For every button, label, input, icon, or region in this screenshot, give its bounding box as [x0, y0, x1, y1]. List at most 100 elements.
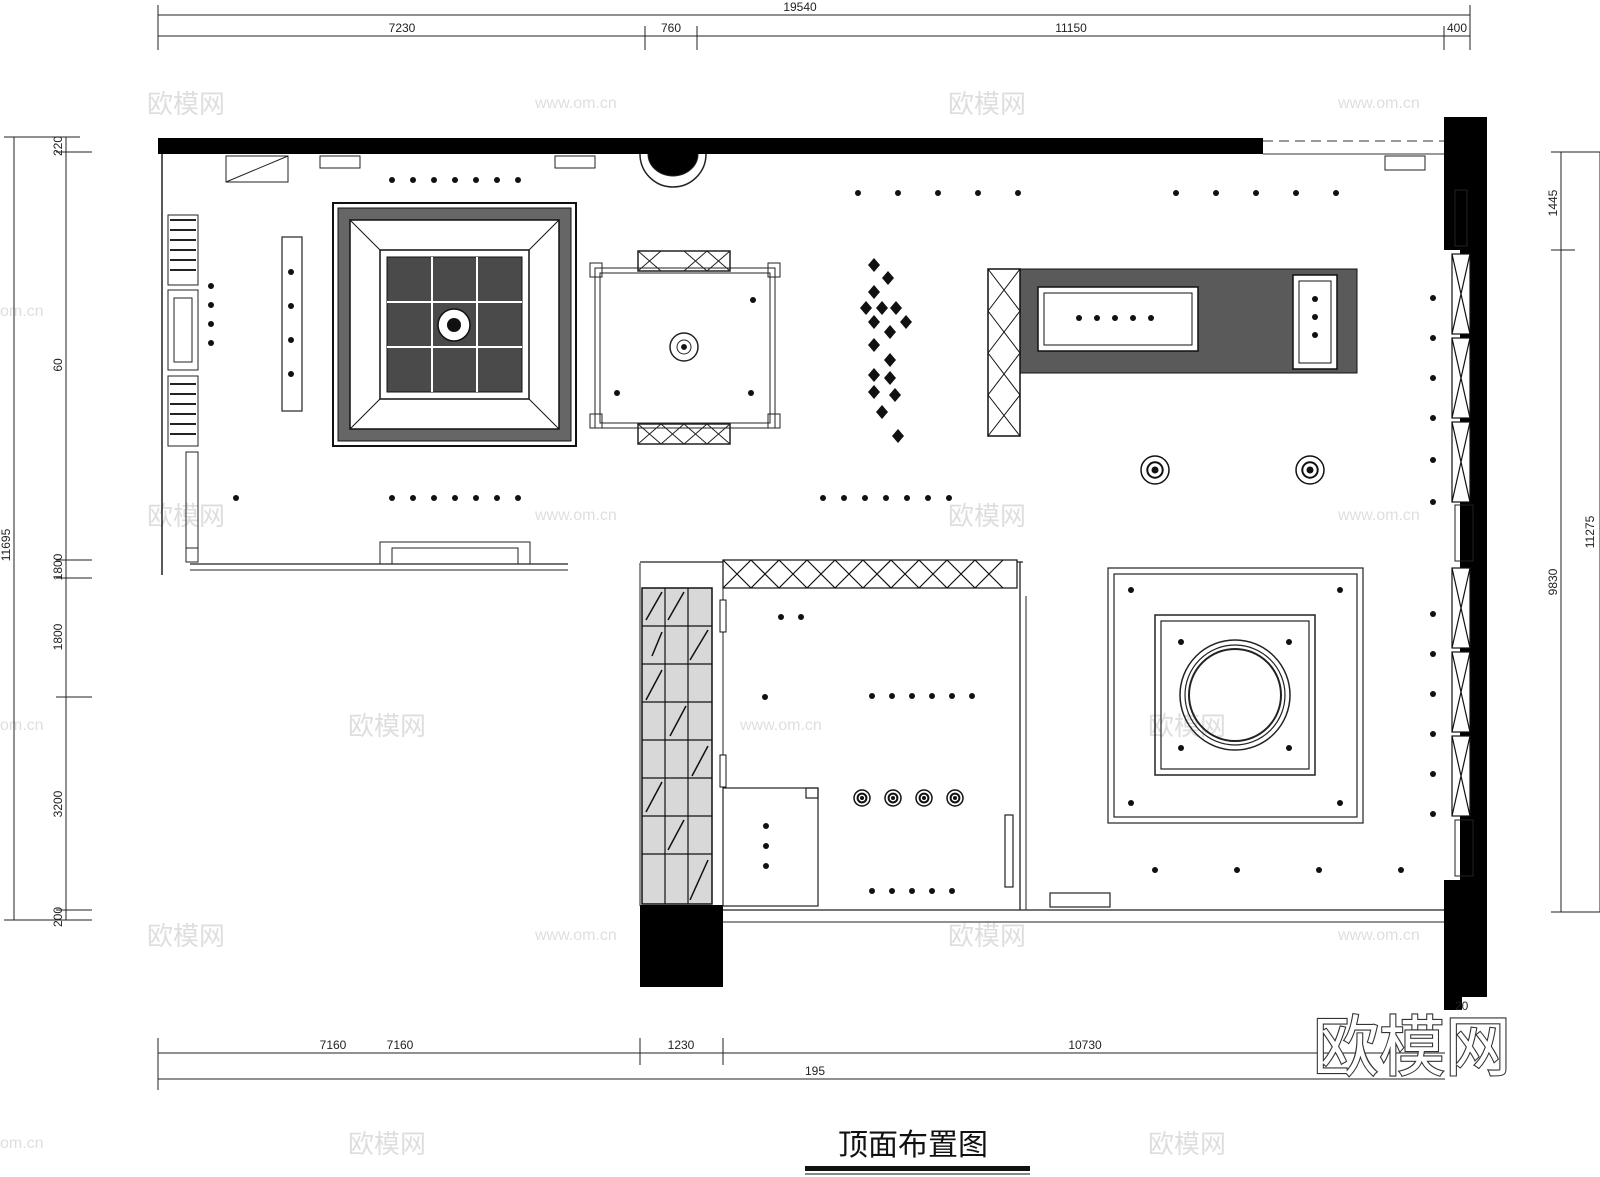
downlight-icon — [904, 495, 910, 501]
downlight-icon — [515, 495, 521, 501]
downlight-icon — [1430, 295, 1436, 301]
downlight-icon — [778, 614, 784, 620]
downlight-icon — [494, 495, 500, 501]
crystal-drop-icon — [876, 301, 888, 315]
downlight-icon — [935, 190, 941, 196]
downlight-icon — [1398, 867, 1404, 873]
watermark-brand: 欧模网 — [948, 922, 1026, 952]
downlight-icon — [1128, 587, 1134, 593]
dim-right-small: 20 — [1455, 999, 1469, 1013]
downlight-icon — [431, 177, 437, 183]
watermark-url: om.cn — [0, 717, 44, 734]
downlight-icon — [889, 693, 895, 699]
right-wall-fixtures — [1454, 189, 1474, 877]
drawing-title: 顶面布置图 — [838, 1128, 988, 1163]
dim-left-seg: 200 — [51, 907, 65, 927]
downlight-icon — [1430, 731, 1436, 737]
downlight-icon — [1430, 335, 1436, 341]
dim-bottom-seg: 1230 — [668, 1038, 695, 1052]
downlight-icon — [925, 495, 931, 501]
walls — [158, 117, 1487, 1010]
spotlight-icon — [1295, 455, 1325, 485]
coffered-ceiling-feature — [332, 202, 577, 447]
downlight-icon — [614, 390, 620, 396]
watermark-brand: 欧模网 — [348, 1130, 426, 1160]
dim-top-total: 19540 — [783, 0, 817, 14]
downlight-icon — [1173, 190, 1179, 196]
downlight-icon — [969, 693, 975, 699]
downlight-icon — [1130, 315, 1136, 321]
downlight-icon — [1430, 415, 1436, 421]
watermark-brand: 欧模网 — [348, 712, 426, 742]
watermark-url: www.om.cn — [534, 507, 617, 524]
bar-ceiling-soffit — [987, 268, 1358, 437]
downlight-icon — [515, 177, 521, 183]
dim-right-total: 11275 — [1583, 515, 1597, 548]
crystal-drop-icon — [860, 301, 872, 315]
downlight-icon — [1312, 332, 1318, 338]
top-dimension-chain — [157, 5, 1471, 50]
downlight-icon — [1286, 639, 1292, 645]
downlight-icon — [389, 495, 395, 501]
downlight-icon — [909, 888, 915, 894]
crystal-drop-icon — [884, 353, 896, 367]
downlight-icon — [208, 302, 214, 308]
downlight-icon — [494, 177, 500, 183]
dim-top-seg: 11150 — [1055, 21, 1087, 35]
spotlight-icon — [918, 792, 930, 804]
dim-bottom-seg: 7160 — [320, 1038, 347, 1052]
crystal-drop-icon — [882, 271, 894, 285]
downlight-icon — [748, 390, 754, 396]
crystal-drop-icon — [876, 405, 888, 419]
downlight-icon — [1312, 314, 1318, 320]
spotlight-icon — [915, 789, 933, 807]
crystal-drop-icon — [868, 315, 880, 329]
spotlight-center-icon — [891, 796, 895, 800]
downlight-icon — [1333, 190, 1339, 196]
spotlights — [853, 455, 1325, 807]
downlight-icon — [1430, 771, 1436, 777]
downlight-icon — [288, 303, 294, 309]
left-wall-panels — [167, 214, 199, 563]
downlight-icon — [288, 337, 294, 343]
downlight-icon — [889, 888, 895, 894]
downlight-icon — [763, 823, 769, 829]
watermark-brand: 欧模网 — [1148, 1130, 1226, 1160]
radiator-cover — [379, 541, 531, 565]
dim-left-seg: 1800 — [51, 553, 65, 580]
watermark-brand: 欧模网 — [147, 90, 225, 120]
brand-logo: 欧模网 — [1313, 1009, 1511, 1086]
downlight-icon — [288, 269, 294, 275]
watermark-url: www.om.cn — [534, 95, 617, 112]
spotlight-icon — [1146, 461, 1164, 479]
downlight-icon — [1430, 611, 1436, 617]
spotlight-center-icon — [953, 796, 957, 800]
downlight-icon — [1337, 587, 1343, 593]
spotlight-icon — [946, 789, 964, 807]
watermark-brand: 欧模网 — [948, 90, 1026, 120]
downlight-icon — [1286, 745, 1292, 751]
dim-left-seg: 60 — [51, 358, 65, 372]
downlight-icon — [1234, 867, 1240, 873]
top-wall-fixtures — [225, 153, 1426, 188]
downlights — [208, 177, 1436, 894]
crystal-pendant-cluster — [860, 258, 912, 443]
crystal-drop-icon — [884, 325, 896, 339]
spotlight-center-icon — [1306, 466, 1314, 474]
downlight-icon — [762, 694, 768, 700]
downlight-icon — [208, 321, 214, 327]
downlight-icon — [841, 495, 847, 501]
dim-left-seg: 3200 — [51, 790, 65, 817]
downlight-icon — [410, 495, 416, 501]
spotlight-icon — [887, 792, 899, 804]
watermark-url: www.om.cn — [1337, 507, 1420, 524]
downlight-icon — [1152, 867, 1158, 873]
downlight-icon — [949, 888, 955, 894]
downlight-icon — [208, 283, 214, 289]
downlight-icon — [763, 863, 769, 869]
downlight-icon — [1178, 639, 1184, 645]
downlight-icon — [1430, 691, 1436, 697]
crystal-drop-icon — [890, 301, 902, 315]
dim-left-total: 11695 — [0, 528, 13, 561]
spotlight-center-icon — [860, 796, 864, 800]
